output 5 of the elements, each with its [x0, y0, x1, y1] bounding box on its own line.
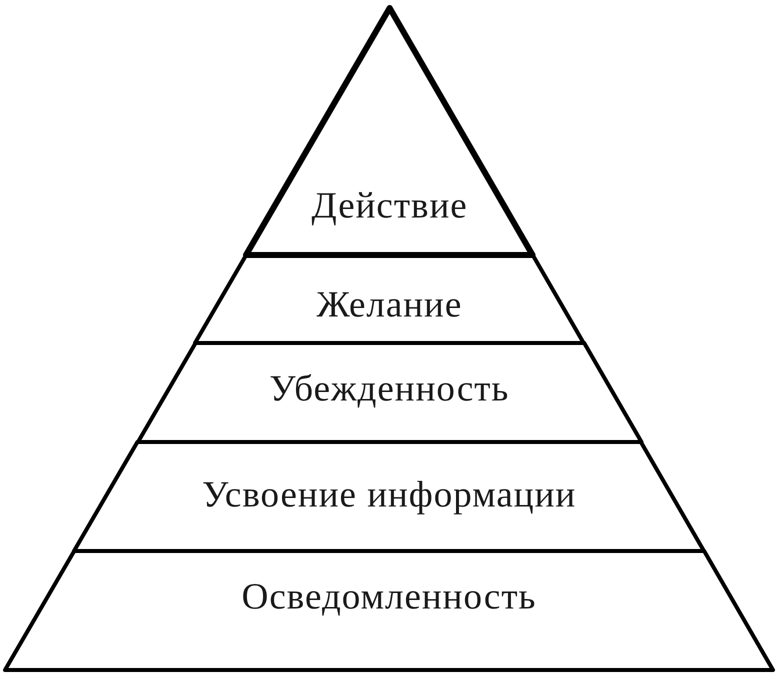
tier-label: Осведомленность: [242, 578, 536, 618]
tier-label: Убежденность: [269, 370, 510, 410]
tier-label: Усвоение информации: [202, 476, 576, 516]
tier-label: Действие: [312, 186, 468, 228]
tier-label: Желание: [316, 286, 462, 326]
